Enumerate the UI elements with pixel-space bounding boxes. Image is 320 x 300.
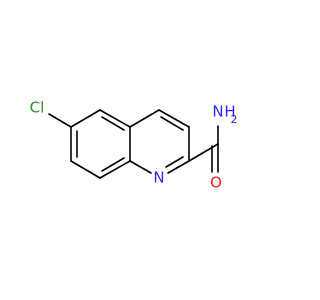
bond-c4-c3 (158, 109, 190, 128)
atom-label-h2-subscript: 2 (231, 113, 238, 126)
bond-c2-n1 (167, 160, 190, 174)
bond-c8a-c8-double (101, 157, 125, 172)
bond-cl-c6 (48, 113, 72, 128)
atom-label-n: N (212, 103, 223, 121)
bond-c5-c4a (99, 109, 131, 128)
chemical-structure-diagram: Cl N O H N 2 (30, 99, 238, 192)
bond-c2-carbonyl (188, 143, 219, 162)
bond-c8a-c8 (99, 160, 131, 179)
bond-c6-c5 (70, 109, 101, 128)
atom-label-o: O (210, 174, 222, 192)
bond-c8-c7 (70, 160, 101, 179)
bond-c4a-c4 (129, 109, 160, 128)
bond-n1-c8a (129, 160, 152, 174)
bond-c5-c4a-double (101, 116, 125, 131)
bond-c4-c3-double (160, 116, 184, 131)
atom-label-h: H (224, 103, 235, 121)
bond-c2-n1-double (165, 156, 184, 168)
atom-label-n1: N (153, 169, 164, 187)
atom-label-cl: Cl (30, 99, 45, 117)
